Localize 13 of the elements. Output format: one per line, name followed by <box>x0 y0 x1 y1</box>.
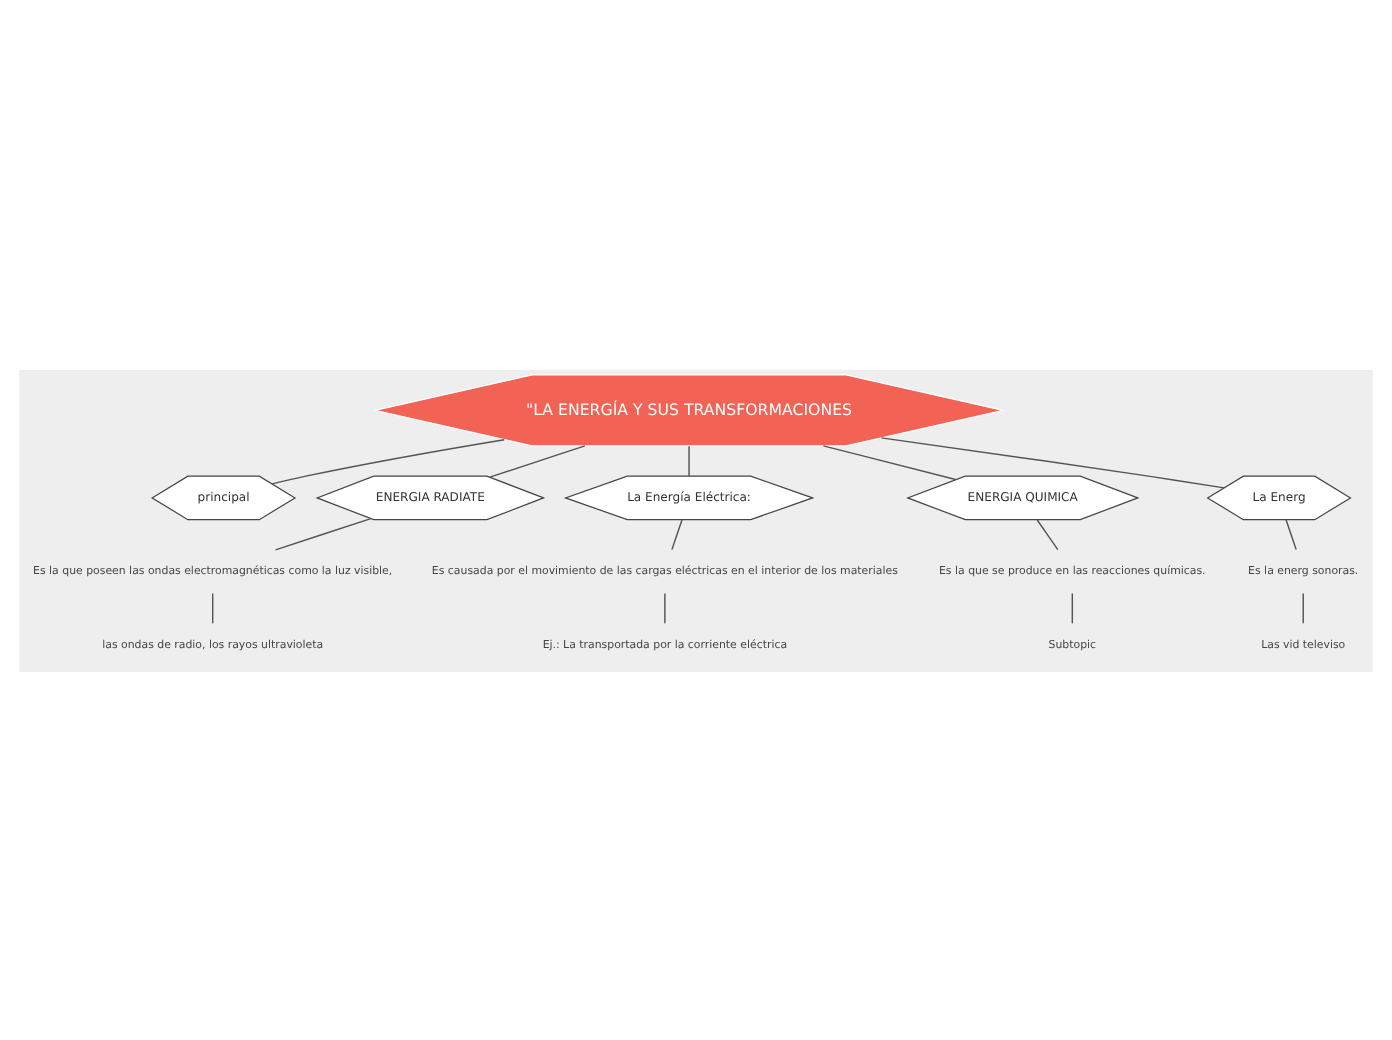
connector <box>211 591 214 624</box>
connector <box>1285 518 1297 550</box>
connector <box>664 591 666 624</box>
connector <box>271 438 505 484</box>
connector <box>880 436 1225 488</box>
connector <box>688 444 690 476</box>
connector <box>274 516 372 550</box>
connector <box>1071 591 1074 624</box>
connector <box>671 518 683 550</box>
connector <box>822 444 957 480</box>
connector <box>489 444 586 477</box>
connector <box>1302 591 1304 624</box>
connector <box>1036 518 1059 550</box>
